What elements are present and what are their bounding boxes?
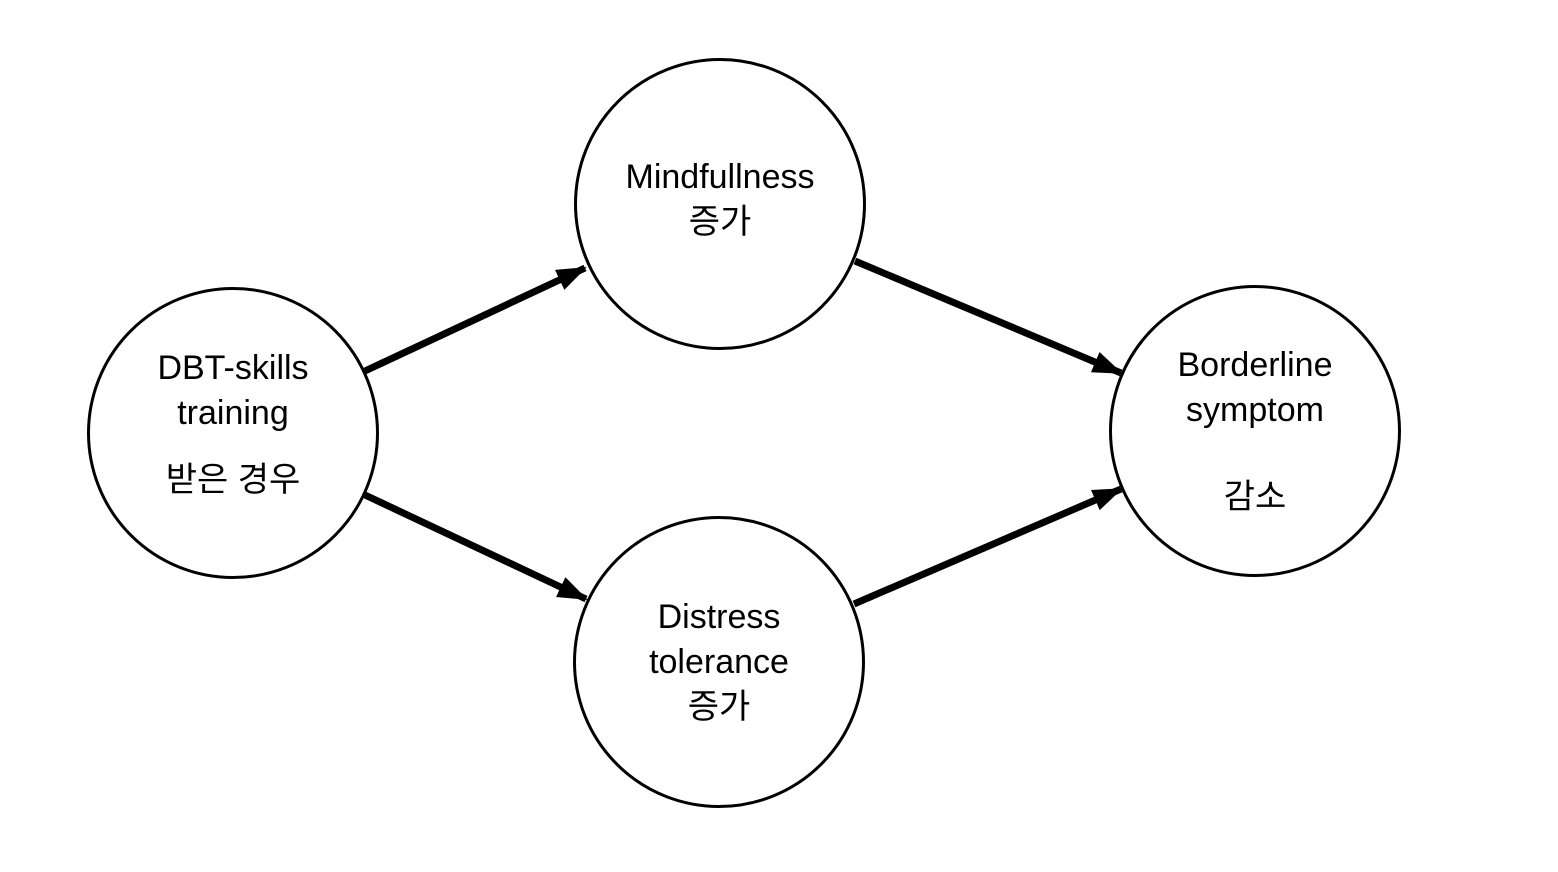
node-borderline-symptom-decrease: Borderline symptom 감소 bbox=[1109, 285, 1401, 577]
node-distress-tolerance-increase: Distress tolerance 증가 bbox=[573, 516, 865, 808]
node-label-line: training bbox=[177, 393, 289, 432]
node-label-line-korean: 증가 bbox=[687, 687, 751, 726]
arrow-mindfulness-to-borderline bbox=[853, 257, 1123, 377]
node-label-line-korean: 증가 bbox=[688, 203, 752, 241]
node-label-line-korean: 감소 bbox=[1223, 477, 1287, 516]
node-label-line-korean: 받은 경우 bbox=[165, 460, 301, 499]
node-label-line: DBT-skills bbox=[157, 348, 309, 387]
node-label-line: Borderline bbox=[1177, 345, 1333, 384]
node-label-line: tolerance bbox=[649, 642, 789, 681]
node-label-line: symptom bbox=[1186, 390, 1324, 429]
arrow-distress-tolerance-to-borderline bbox=[852, 485, 1123, 608]
node-dbt-skills-training: DBT-skills training 받은 경우 bbox=[87, 287, 379, 579]
node-mindfulness-increase: Mindfullness 증가 bbox=[574, 58, 866, 350]
node-label-line: Mindfullness bbox=[625, 158, 815, 196]
arrow-dbt-to-distress-tolerance bbox=[363, 491, 588, 603]
arrow-dbt-to-mindfulness bbox=[363, 264, 587, 375]
node-label-line: Distress bbox=[657, 597, 781, 636]
